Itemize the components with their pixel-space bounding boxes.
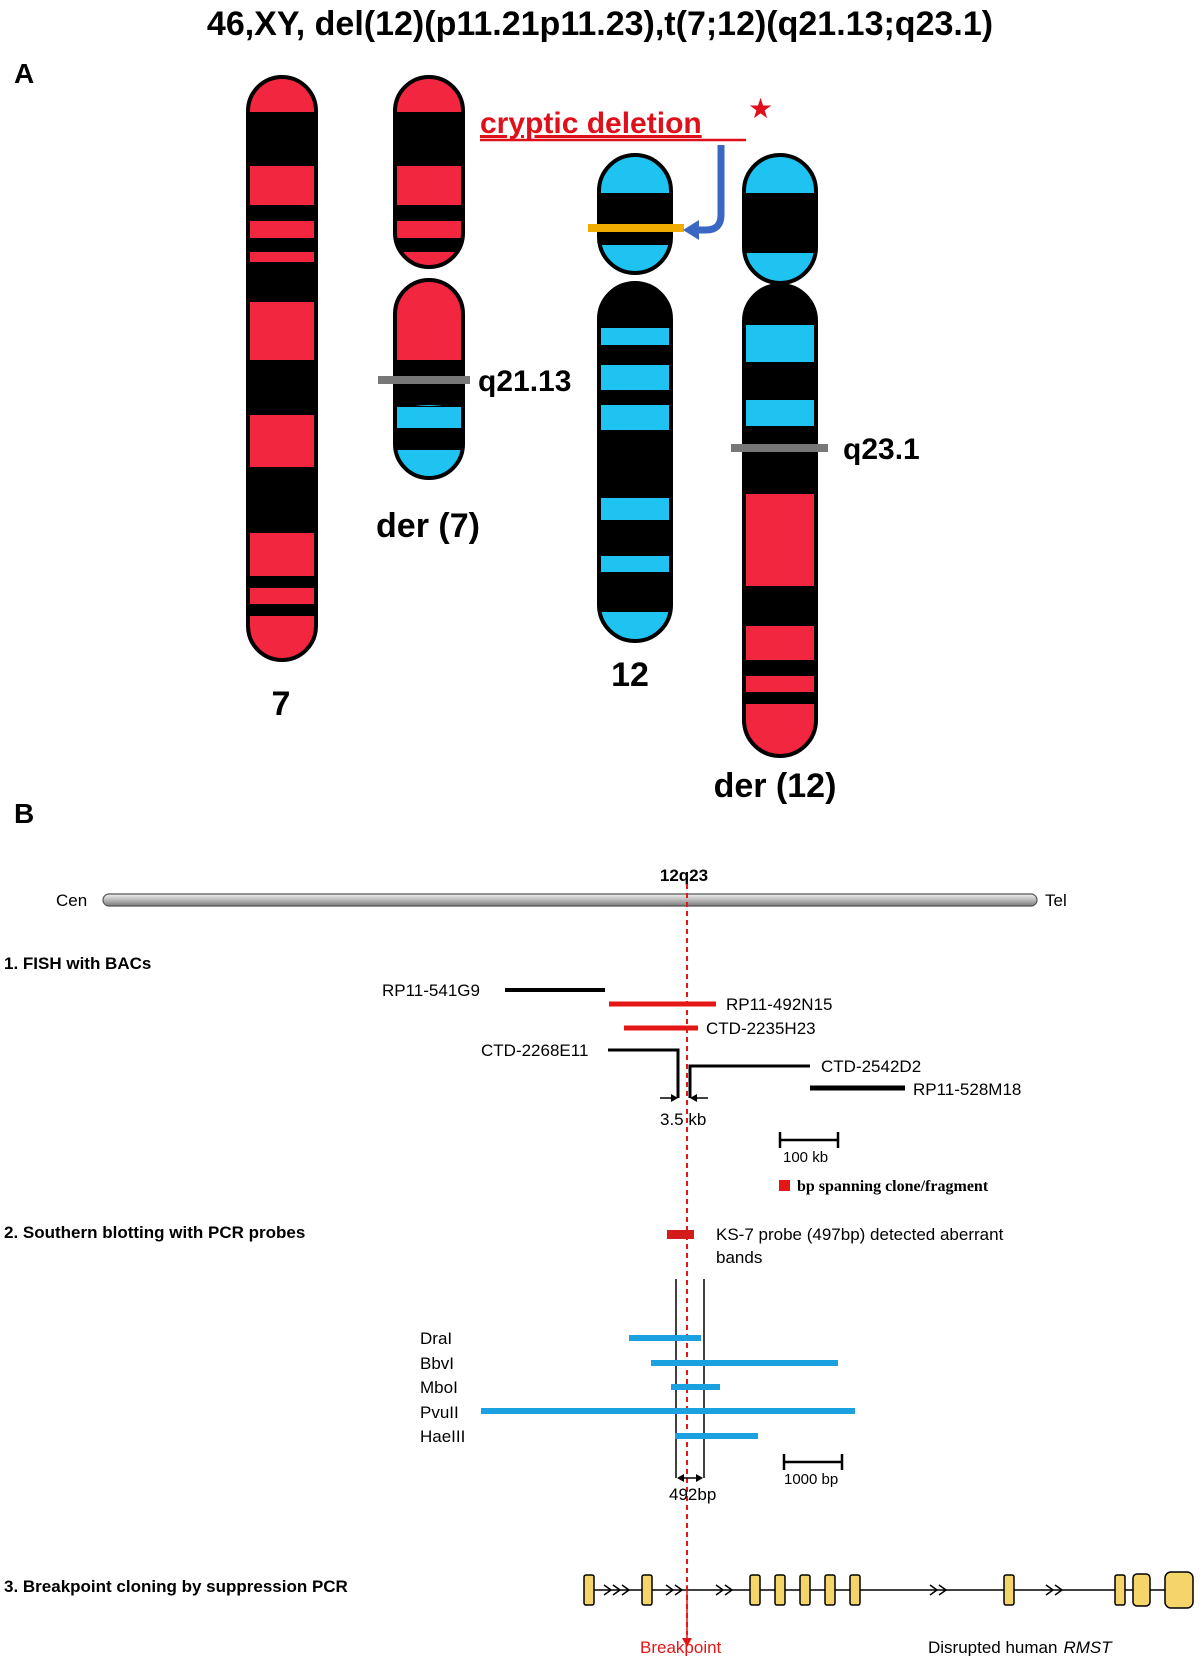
scale-100kb-label: 100 kb bbox=[783, 1149, 828, 1166]
star-icon: ★ bbox=[748, 92, 773, 125]
southern-fragments bbox=[481, 1335, 855, 1439]
label-cen: Cen bbox=[56, 891, 87, 910]
legend-swatch bbox=[779, 1180, 790, 1191]
label-chr7: 7 bbox=[272, 685, 291, 723]
scale-1000bp-label: 1000 bp bbox=[784, 1471, 838, 1488]
bac-label-ctd-2268e11: CTD-2268E11 bbox=[481, 1041, 588, 1060]
gap-492bp bbox=[677, 1474, 703, 1482]
breakpoint-label: Breakpoint bbox=[640, 1638, 722, 1656]
rmst-gene-name: RMST bbox=[1063, 1638, 1113, 1656]
bac-ctd-2268e11 bbox=[608, 1048, 680, 1098]
disrupted-label: Disrupted human RMST bbox=[928, 1638, 1113, 1656]
cryptic-deletion-label: cryptic deletion bbox=[480, 107, 702, 140]
gene-exons bbox=[583, 1571, 1194, 1609]
panel-b-label: B bbox=[14, 798, 34, 829]
bac-label-ctd-2542d2: CTD-2542D2 bbox=[821, 1057, 921, 1076]
gap-3-5kb-label: 3.5 kb bbox=[660, 1110, 706, 1129]
band-label-q23-1: q23.1 bbox=[843, 433, 920, 466]
legend-label: bp spanning clone/fragment bbox=[797, 1178, 989, 1195]
label-tel: Tel bbox=[1045, 891, 1067, 910]
gap-492bp-label: 492bp bbox=[669, 1485, 716, 1504]
bac-label-ctd-2235h23: CTD-2235H23 bbox=[706, 1019, 816, 1038]
bac-label-rp11-528m18: RP11-528M18 bbox=[913, 1080, 1021, 1099]
breakpoint-arrowhead-icon bbox=[682, 1638, 692, 1647]
figure-title: 46,XY, del(12)(p11.21p11.23),t(7;12)(q21… bbox=[207, 5, 993, 43]
chromosome-12q23-bar bbox=[102, 893, 1038, 907]
enzyme-pvuii: PvuII bbox=[420, 1403, 459, 1422]
ks7-label-line2: bands bbox=[716, 1248, 762, 1267]
band-label-q21-13: q21.13 bbox=[478, 365, 571, 398]
deletion-arrow bbox=[696, 145, 725, 234]
direction-chevrons bbox=[603, 1584, 1064, 1596]
scale-bar-1000bp bbox=[782, 1454, 844, 1470]
label-der12: der (12) bbox=[714, 767, 837, 805]
ks7-label-line1: KS-7 probe (497bp) detected aberrant bbox=[716, 1225, 1004, 1244]
chromosome-der7 bbox=[378, 75, 470, 480]
chromosome-der12 bbox=[731, 153, 828, 758]
deletion-arrowhead-icon bbox=[683, 220, 699, 240]
chromosome-12 bbox=[588, 153, 684, 643]
ks7-probe bbox=[667, 1230, 694, 1239]
label-der7: der (7) bbox=[376, 507, 480, 545]
bac-ctd-2542d2 bbox=[688, 1064, 810, 1098]
section-2-title: 2. Southern blotting with PCR probes bbox=[4, 1223, 305, 1242]
rmst-gene-model bbox=[583, 1571, 1194, 1609]
label-chr12: 12 bbox=[611, 656, 649, 694]
section-3-title: 3. Breakpoint cloning by suppression PCR bbox=[4, 1577, 348, 1596]
chromosome-7 bbox=[246, 75, 318, 662]
bac-label-rp11-492n15: RP11-492N15 bbox=[726, 995, 832, 1014]
bac-label-rp11-541g9: RP11-541G9 bbox=[382, 981, 480, 1000]
panel-a-label: A bbox=[14, 58, 34, 89]
scale-bar-100kb bbox=[778, 1132, 840, 1148]
enzyme-dral: DraI bbox=[420, 1329, 452, 1348]
bac-clones: RP11-541G9 RP11-492N15 CTD-2235H23 CTD-2… bbox=[382, 981, 1021, 1099]
label-12q23: 12q23 bbox=[660, 866, 708, 885]
disrupted-text: Disrupted human bbox=[928, 1638, 1057, 1656]
enzyme-haeiii: HaeIII bbox=[420, 1427, 465, 1446]
section-1-title: 1. FISH with BACs bbox=[4, 954, 151, 973]
enzyme-bbvi: BbvI bbox=[420, 1354, 454, 1373]
gap-3-5kb bbox=[660, 1094, 708, 1102]
enzyme-mboi: MboI bbox=[420, 1378, 458, 1397]
